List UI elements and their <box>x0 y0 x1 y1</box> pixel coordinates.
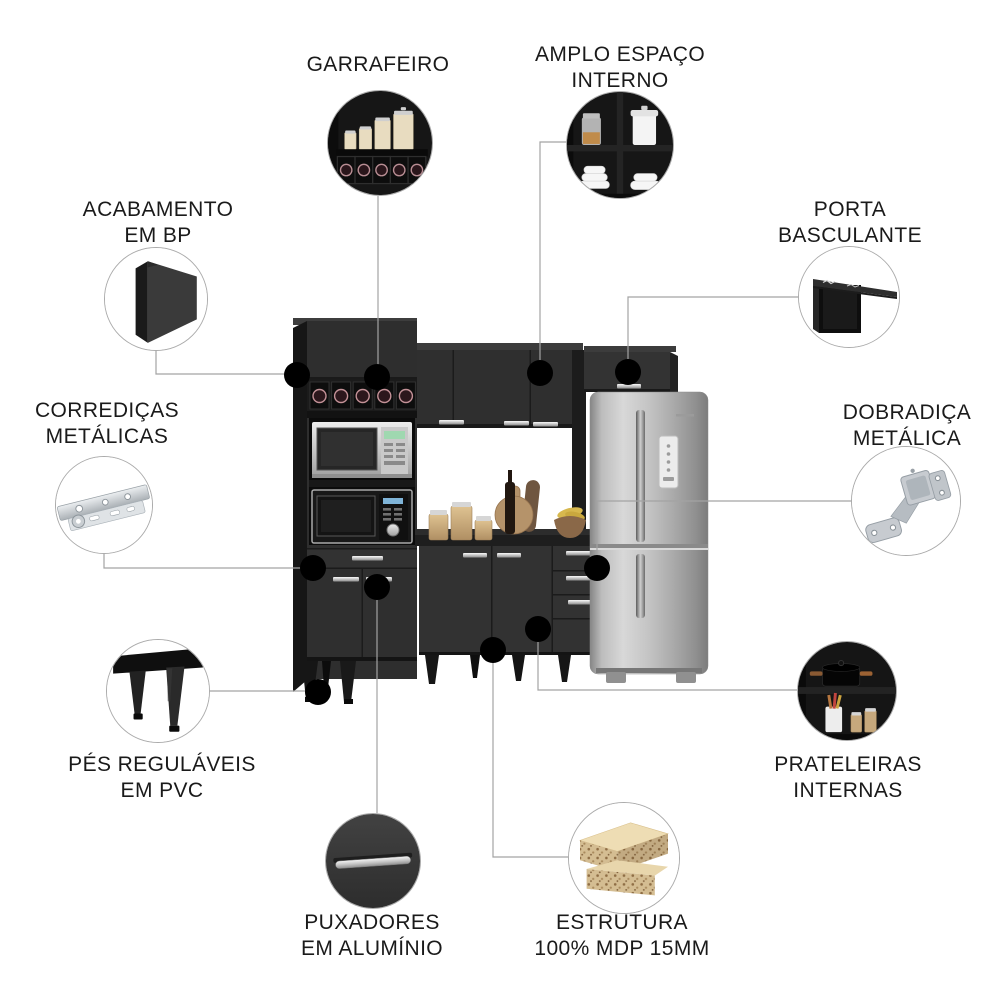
tall-cabinet <box>293 318 417 704</box>
flip-up-door-icon <box>799 247 899 347</box>
connector-corredicas <box>103 553 313 569</box>
label-line: ESTRUTURA <box>556 911 688 934</box>
callout-circle-corredicas <box>55 456 153 554</box>
connector-acabamento <box>155 350 297 375</box>
callout-label-puxadores: PUXADORES EM ALUMÍNIO <box>212 910 532 962</box>
label-line: METÁLICA <box>852 427 962 450</box>
bp-finish-panel-icon <box>105 248 207 350</box>
label-line: BASCULANTE <box>777 224 923 247</box>
label-line: PORTA <box>813 198 887 221</box>
label-line: 100% MDP 15MM <box>534 937 710 960</box>
label-line: ACABAMENTO <box>82 198 234 221</box>
callout-label-acabamento: ACABAMENTO EM BP <box>0 197 318 249</box>
label-line: CORREDIÇAS <box>34 399 180 422</box>
metal-drawer-slide-icon <box>56 457 152 553</box>
bottle-rack <box>307 379 417 411</box>
fridge-handle <box>636 410 645 542</box>
connector-porta-basculante <box>627 296 798 372</box>
label-line: METÁLICAS <box>45 425 169 448</box>
callout-circle-dobradica <box>851 446 961 556</box>
connector-prateleiras <box>537 629 797 691</box>
pvc-adjustable-feet-icon <box>107 640 209 742</box>
callout-label-pes: PÉS REGULÁVEIS EM PVC <box>2 752 322 804</box>
mdp-board-icon <box>569 803 679 913</box>
label-line: DOBRADIÇA <box>842 401 972 424</box>
label-line: EM ALUMÍNIO <box>300 937 444 960</box>
internal-shelves-icon <box>798 642 896 740</box>
connector-dobradica <box>596 500 851 568</box>
refrigerator <box>589 391 709 683</box>
callout-circle-prateleiras <box>797 641 897 741</box>
connector-amplo-espaco <box>539 141 567 373</box>
label-line: EM BP <box>124 224 192 247</box>
label-line: AMPLO ESPAÇO <box>534 43 706 66</box>
callout-circle-amplo-espaco <box>566 91 674 199</box>
bottle-rack-icon <box>328 91 432 195</box>
callout-circle-garrafeiro <box>327 90 433 196</box>
open-shelves-icon <box>567 92 673 198</box>
aluminum-handle-icon <box>326 814 420 908</box>
callout-label-prateleiras: PRATELEIRAS INTERNAS <box>688 752 1000 804</box>
callout-label-estrutura: ESTRUTURA 100% MDP 15MM <box>462 910 782 962</box>
label-line: GARRAFEIRO <box>306 53 450 76</box>
fridge-top-cabinet <box>572 346 678 650</box>
callout-label-dobradica: DOBRADIÇA METÁLICA <box>747 400 1000 452</box>
callout-label-corredicas: CORREDIÇAS METÁLICAS <box>0 398 267 450</box>
label-line: INTERNAS <box>793 779 903 802</box>
metal-hinge-icon <box>852 447 960 555</box>
label-line: INTERNO <box>571 69 669 92</box>
label-line: PÉS REGULÁVEIS <box>68 753 256 776</box>
microwave-black <box>311 489 413 544</box>
connector-estrutura <box>492 650 568 858</box>
callout-circle-puxadores <box>325 813 421 909</box>
drawer-handle <box>352 556 383 561</box>
anchor-dots <box>284 359 641 705</box>
label-line: EM PVC <box>120 779 204 802</box>
callout-circle-pes <box>106 639 210 743</box>
callout-circle-estrutura <box>568 802 680 914</box>
label-line: PUXADORES <box>304 911 440 934</box>
callout-circle-porta-basculante <box>798 246 900 348</box>
callout-label-amplo-espaco: AMPLO ESPAÇO INTERNO <box>460 42 780 94</box>
upper-cabinets <box>417 343 583 428</box>
callout-label-garrafeiro: GARRAFEIRO <box>218 52 538 78</box>
callout-label-porta-basculante: PORTA BASCULANTE <box>690 197 1000 249</box>
counter-accessories <box>428 470 586 541</box>
label-line: PRATELEIRAS <box>774 753 922 776</box>
callout-circle-acabamento <box>104 247 208 351</box>
base-cabinet <box>415 529 605 684</box>
microwave-steel <box>312 422 412 478</box>
